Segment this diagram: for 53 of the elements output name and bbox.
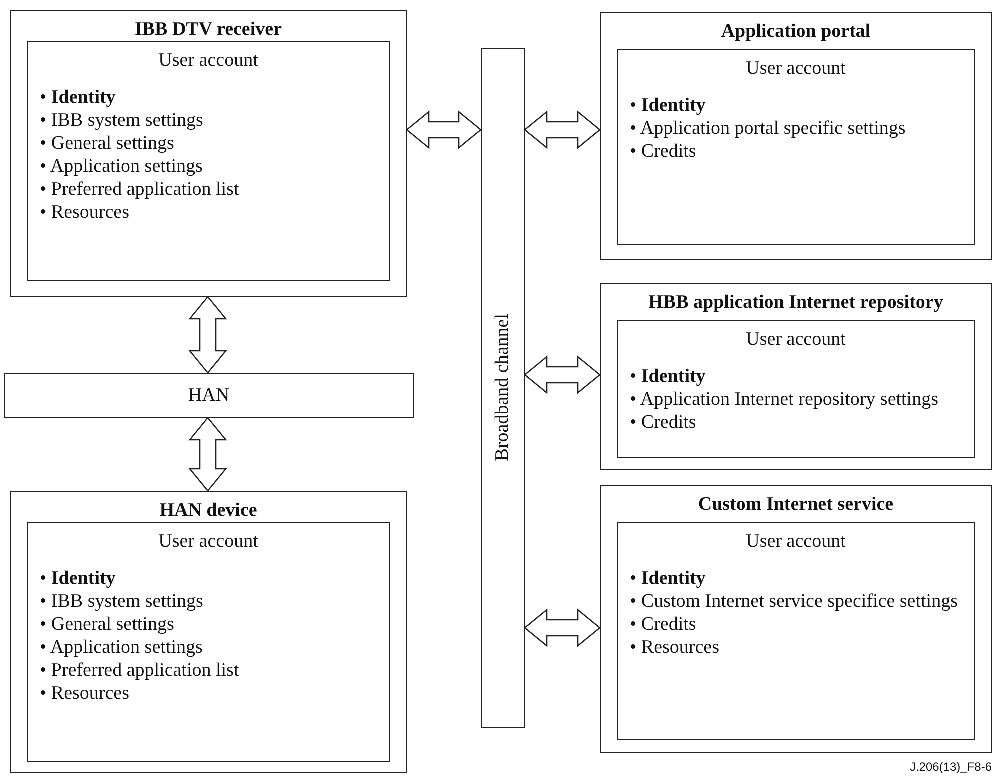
channel-bar (481, 48, 525, 728)
double-arrow (406, 110, 482, 150)
list-item: • Preferred application list (40, 178, 240, 201)
list-item: • IBB system settings (40, 590, 204, 613)
account-heading: User account (745, 58, 847, 80)
list-item: • General settings (40, 132, 176, 155)
list-item: • Application Internet repository settings (630, 388, 940, 411)
double-arrow (188, 296, 228, 374)
figure-reference: J.206(13)_F8-6 (910, 760, 992, 774)
list-item: • IBB system settings (40, 109, 204, 132)
account-box (617, 49, 975, 245)
list-item: • Identity (40, 567, 117, 590)
account-heading: User account (158, 50, 260, 72)
device-box (10, 491, 407, 773)
list-item: • Resources (40, 201, 130, 224)
device-box (10, 10, 407, 297)
box-heading: HAN device (160, 500, 258, 522)
double-arrow (524, 356, 602, 394)
list-item: • Identity (630, 94, 707, 117)
list-item: • Resources (630, 636, 720, 659)
double-arrow (524, 608, 602, 648)
box-label: HAN (188, 384, 230, 406)
vertical-label: Broadband channel (492, 314, 514, 462)
list-item: • Credits (630, 613, 698, 636)
list-item: • Custom Internet service specifice settings (630, 590, 959, 613)
box-heading: Application portal (721, 21, 871, 43)
account-heading: User account (745, 531, 847, 553)
list-item: • Identity (630, 365, 707, 388)
device-box (600, 485, 992, 753)
network-box (4, 373, 414, 418)
list-item: • General settings (40, 613, 176, 636)
list-item: • Application settings (40, 155, 204, 178)
box-heading: IBB DTV receiver (134, 19, 282, 41)
account-box (617, 522, 975, 740)
device-box (600, 283, 992, 470)
list-item: • Application portal specific settings (630, 117, 907, 140)
account-heading: User account (745, 329, 847, 351)
list-item: • Application settings (40, 636, 204, 659)
list-item: • Credits (630, 411, 698, 434)
list-item: • Resources (40, 682, 130, 705)
account-box (617, 320, 975, 458)
account-box (27, 41, 390, 281)
double-arrow (188, 416, 228, 492)
list-item: • Preferred application list (40, 659, 240, 682)
box-heading: HBB application Internet repository (648, 292, 944, 314)
box-heading: Custom Internet service (698, 494, 894, 516)
list-item: • Credits (630, 140, 698, 163)
list-item: • Identity (630, 567, 707, 590)
double-arrow (524, 110, 602, 150)
device-box (600, 12, 992, 260)
list-item: • Identity (40, 86, 117, 109)
account-heading: User account (158, 531, 260, 553)
account-box (27, 522, 390, 762)
